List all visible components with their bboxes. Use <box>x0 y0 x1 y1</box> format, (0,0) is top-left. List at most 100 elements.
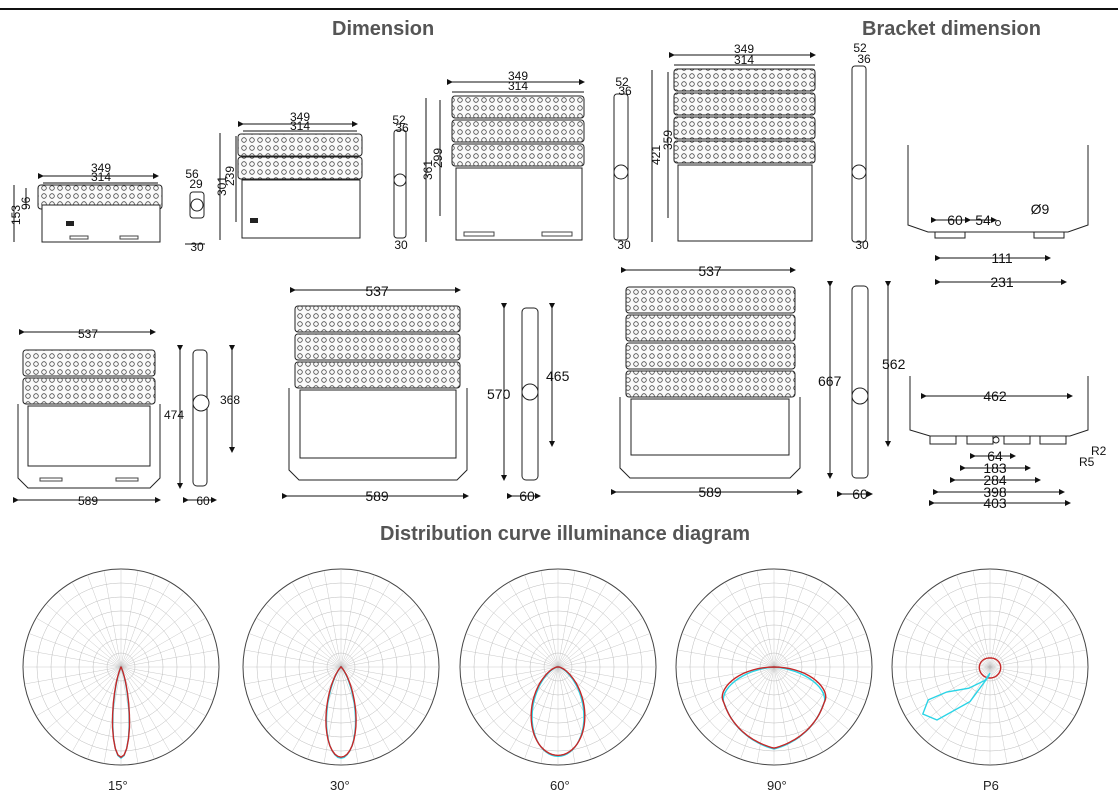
c0-curve <box>721 666 827 749</box>
fixture-front-view-3 <box>425 79 585 242</box>
polar-grid-spoke <box>120 649 218 668</box>
side-dim-c: 30 <box>617 238 631 252</box>
polar-caption-3: 60° <box>550 778 570 793</box>
large-dim-depth: 60 <box>519 488 535 504</box>
polar-grid-spoke <box>340 574 375 668</box>
polar-diagrams <box>22 568 1089 766</box>
polar-grid-spoke <box>557 666 576 764</box>
side-dim-c: 30 <box>855 238 869 252</box>
polar-grid-spoke <box>773 633 867 668</box>
polar-grid-spoke <box>989 574 1024 668</box>
polar-grid-spoke <box>689 666 775 717</box>
polar-grid-spoke <box>989 591 1054 668</box>
polar-grid-spoke <box>989 666 1075 717</box>
polar-grid-spoke <box>120 633 214 668</box>
polar-grid-spoke <box>956 574 991 668</box>
polar-grid-spoke <box>989 666 1083 701</box>
polar-grid-spoke <box>465 666 559 701</box>
polar-grid-spoke <box>265 666 342 731</box>
polar-grid-spoke <box>482 666 559 731</box>
polar-grid-spoke <box>508 666 559 752</box>
polar-grid-spoke <box>277 591 342 668</box>
polar-grid-spoke <box>989 666 1087 685</box>
polar-grid-spoke <box>120 582 171 668</box>
side-dim-b: 36 <box>857 52 871 66</box>
polar-grid-spoke <box>540 666 559 764</box>
polar-grid-spoke <box>710 591 775 668</box>
bracket-top-view <box>907 145 1089 285</box>
polar-grid-spoke <box>340 666 417 731</box>
side-dim-a: 56 <box>185 167 199 181</box>
polar-grid-spoke <box>120 666 185 743</box>
polar-grid-spoke <box>557 582 608 668</box>
bracket-radius-r5: R5 <box>1079 455 1095 469</box>
fixture-side-view-1 <box>185 191 205 245</box>
bracket-dim-183: 183 <box>983 460 1007 476</box>
polar-grid-spoke <box>557 574 592 668</box>
large-dim-height: 474 <box>164 408 184 422</box>
dim-width-inner: 314 <box>508 79 528 93</box>
polar-grid-spoke <box>461 666 559 685</box>
polar-grid-spoke <box>773 582 824 668</box>
side-dim-c: 30 <box>190 240 204 254</box>
polar-grid-spoke <box>340 666 405 743</box>
polar-grid-spoke <box>557 603 634 668</box>
polar-grid-spoke <box>557 633 651 668</box>
dim-height-outer: 421 <box>649 145 663 165</box>
large-fixture-front-view-3 <box>611 267 803 495</box>
large-dim-inner: 465 <box>546 368 570 384</box>
polar-grid-spoke <box>914 603 991 668</box>
polar-grid-spoke <box>989 570 1008 668</box>
polar-grid-spoke <box>557 666 643 717</box>
polar-grid-spoke <box>265 603 342 668</box>
polar-grid-spoke <box>340 582 391 668</box>
polar-grid-spoke <box>323 570 342 668</box>
large-dim-height: 667 <box>818 373 842 389</box>
polar-grid-spoke <box>940 582 991 668</box>
polar-grid-spoke <box>989 603 1066 668</box>
polar-grid-spoke <box>557 591 622 668</box>
polar-grid-spoke <box>773 666 838 743</box>
polar-grid-spoke <box>24 666 122 685</box>
polar-grid-spoke <box>773 666 824 752</box>
polar-grid-spoke <box>120 570 139 668</box>
c0-curve <box>111 666 131 759</box>
polar-grid-spoke <box>340 570 359 668</box>
polar-grid-spoke <box>557 666 655 685</box>
polar-grid-spoke <box>773 570 792 668</box>
polar-grid-spoke <box>773 603 850 668</box>
polar-grid-spoke <box>120 617 206 668</box>
polar-grid-spoke <box>120 591 185 668</box>
polar-diagram-3 <box>459 568 657 766</box>
fixture-side-view-3 <box>613 93 629 241</box>
bracket-dim-398: 398 <box>983 484 1007 500</box>
polar-grid-spoke <box>756 666 775 764</box>
polar-grid-spoke <box>28 633 122 668</box>
large-dim-bottom: 589 <box>365 488 389 504</box>
polar-grid-spoke <box>524 666 559 760</box>
polar-grid-spoke <box>926 591 991 668</box>
fixture-front-view-1 <box>13 173 163 243</box>
polar-grid-spoke <box>103 570 122 668</box>
large-fixture-side-view-1 <box>177 345 235 503</box>
large-dim-bottom: 589 <box>698 484 722 500</box>
dim-width-inner: 314 <box>91 170 111 184</box>
polar-grid-spoke <box>989 666 1066 731</box>
polar-grid-spoke <box>989 617 1075 668</box>
polar-grid-spoke <box>340 591 405 668</box>
polar-grid-spoke <box>307 574 342 668</box>
polar-grid-spoke <box>989 666 1040 752</box>
polar-grid-spoke <box>244 649 342 668</box>
polar-grid-spoke <box>972 666 991 764</box>
large-dim-inner: 368 <box>220 393 240 407</box>
polar-diagram-1 <box>22 568 220 766</box>
polar-grid-spoke <box>897 666 991 701</box>
c0-curve <box>978 657 1002 679</box>
polar-grid-spoke <box>461 649 559 668</box>
large-dim-top: 537 <box>698 263 722 279</box>
side-dim-b: 29 <box>189 177 203 191</box>
polar-grid-spoke <box>36 666 122 717</box>
dimension-heading: Dimension <box>332 18 435 40</box>
polar-grid-spoke <box>972 570 991 668</box>
polar-grid-spoke <box>524 574 559 668</box>
